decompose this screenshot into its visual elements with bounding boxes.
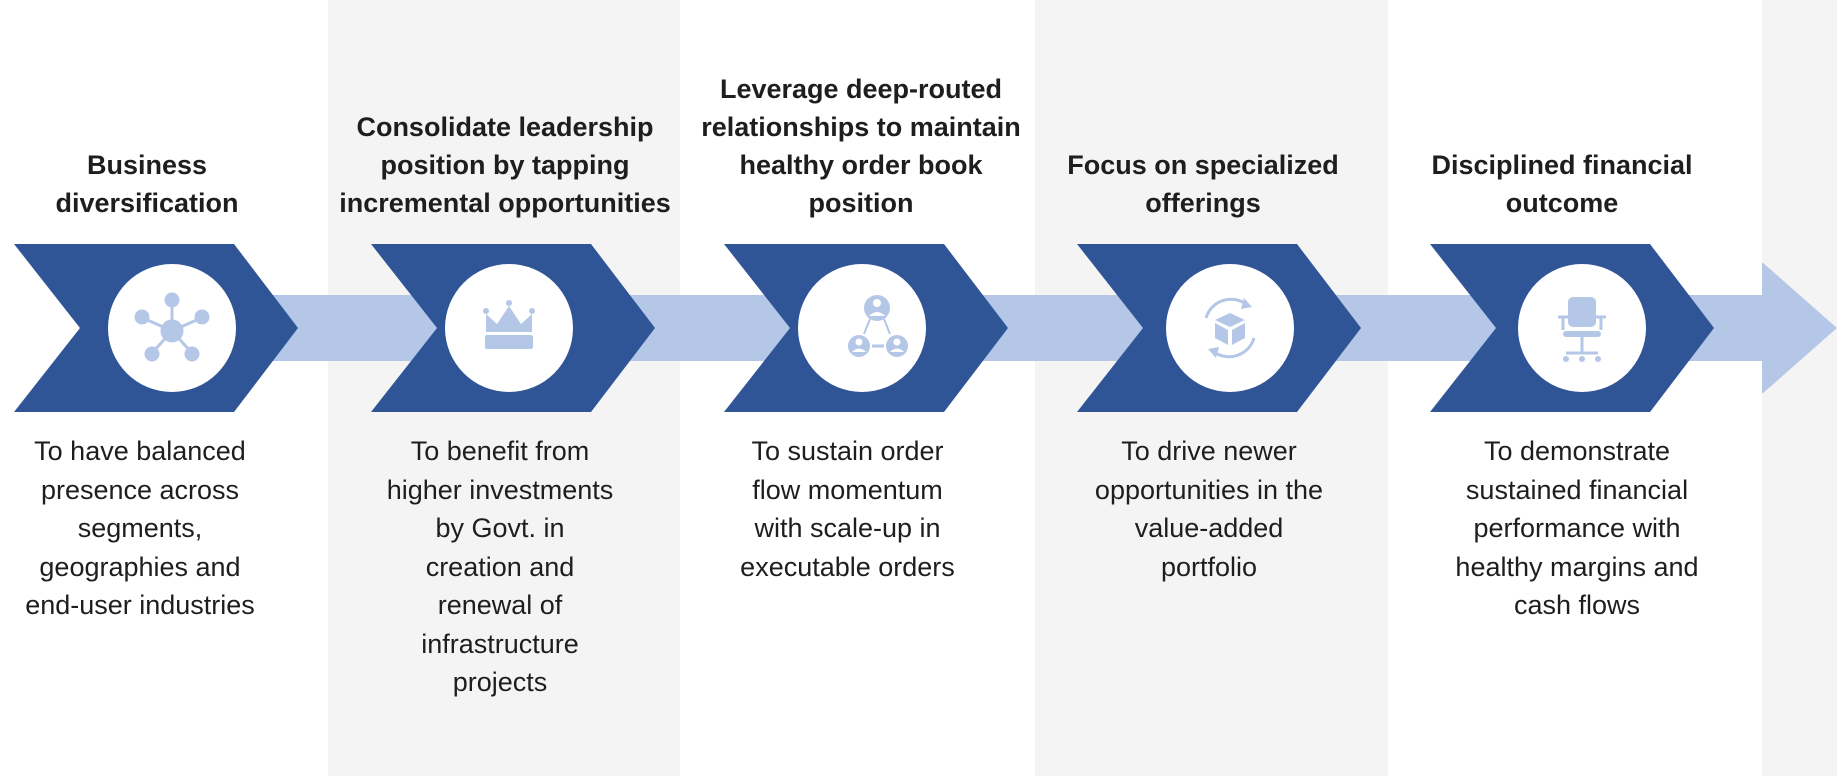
network-hub-icon [134,292,210,362]
step-chevron-4 [1077,244,1361,412]
step-chevron-1 [14,244,298,412]
step-title-5: Disciplined financial outcome [1431,150,1693,218]
step-title-2: Consolidate leadership position by tappi… [339,112,671,218]
box-cycle-icon [1204,297,1256,359]
step-title-3: Leverage deep-routed relationships to ma… [701,74,1021,218]
crown-icon [483,300,535,349]
step-description-1: To have balanced presence across segment… [25,436,255,620]
step-description-5: To demonstrate sustained financial perfo… [1455,436,1699,620]
office-chair-icon [1558,297,1606,362]
step-description-4: To drive newer opportunities in the valu… [1094,436,1324,582]
step-chevron-5 [1430,244,1714,412]
step-description-2: To benefit from higher investments by Go… [386,436,614,697]
step-chevron-3 [724,244,1008,412]
step-title-4: Focus on specialized offerings [1067,150,1339,218]
step-chevron-2 [371,244,655,412]
column-band-end [1762,0,1837,776]
people-network-icon [848,295,908,357]
step-description-3: To sustain order flow momentum with scal… [740,436,955,582]
step-title-1: Business diversification [55,150,239,218]
